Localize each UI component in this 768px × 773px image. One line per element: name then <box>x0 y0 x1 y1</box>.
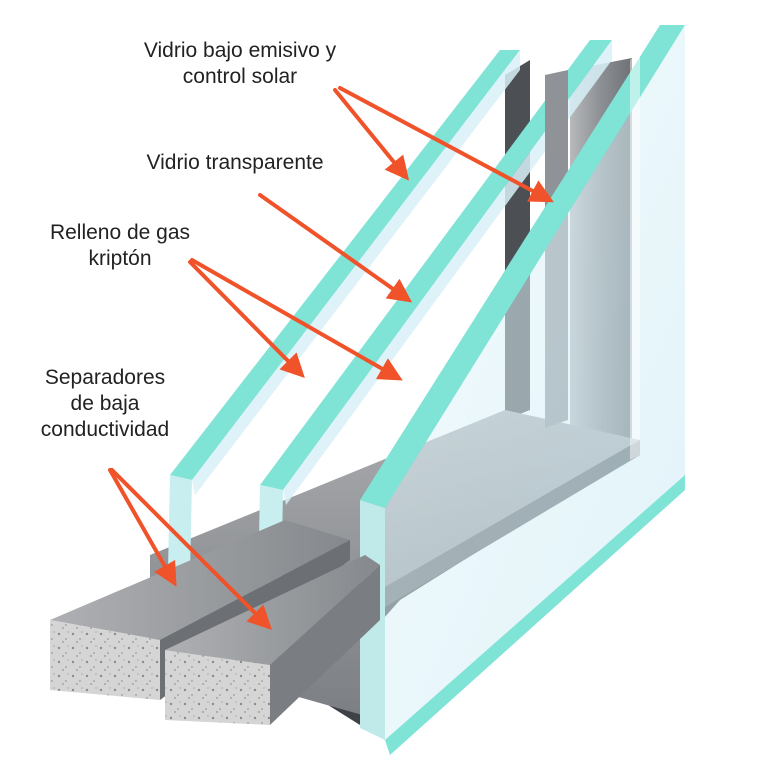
label-spacers-line2: de baja <box>70 392 140 415</box>
label-clear-glass: Vidrio transparente <box>120 150 350 176</box>
label-gas-line2: kriptón <box>88 247 152 270</box>
label-spacers-line3: conductividad <box>40 418 170 441</box>
glass-pane-front <box>360 25 685 755</box>
label-gas-fill: Relleno de gas kriptón <box>30 220 210 272</box>
spacer-bar-right <box>165 555 380 725</box>
arrow-icon <box>108 468 177 587</box>
label-spacers: Separadores de baja conductividad <box>10 365 200 443</box>
arrow-icon <box>188 260 305 378</box>
arrow-icon <box>333 88 410 181</box>
arrow-icon <box>338 86 554 203</box>
label-clear-glass-line1: Vidrio transparente <box>146 151 324 174</box>
arrow-icon <box>110 468 272 630</box>
label-low-e-line1: Vidrio bajo emisivo y <box>143 39 337 62</box>
label-low-e-glass: Vidrio bajo emisivo y control solar <box>120 38 360 90</box>
label-gas-line1: Relleno de gas <box>49 221 191 244</box>
glass-pane-low-e <box>168 50 520 575</box>
label-low-e-line2: control solar <box>182 65 298 88</box>
label-spacers-line1: Separadores <box>44 366 166 389</box>
arrow-icon <box>258 193 413 303</box>
arrow-icon <box>190 258 403 381</box>
